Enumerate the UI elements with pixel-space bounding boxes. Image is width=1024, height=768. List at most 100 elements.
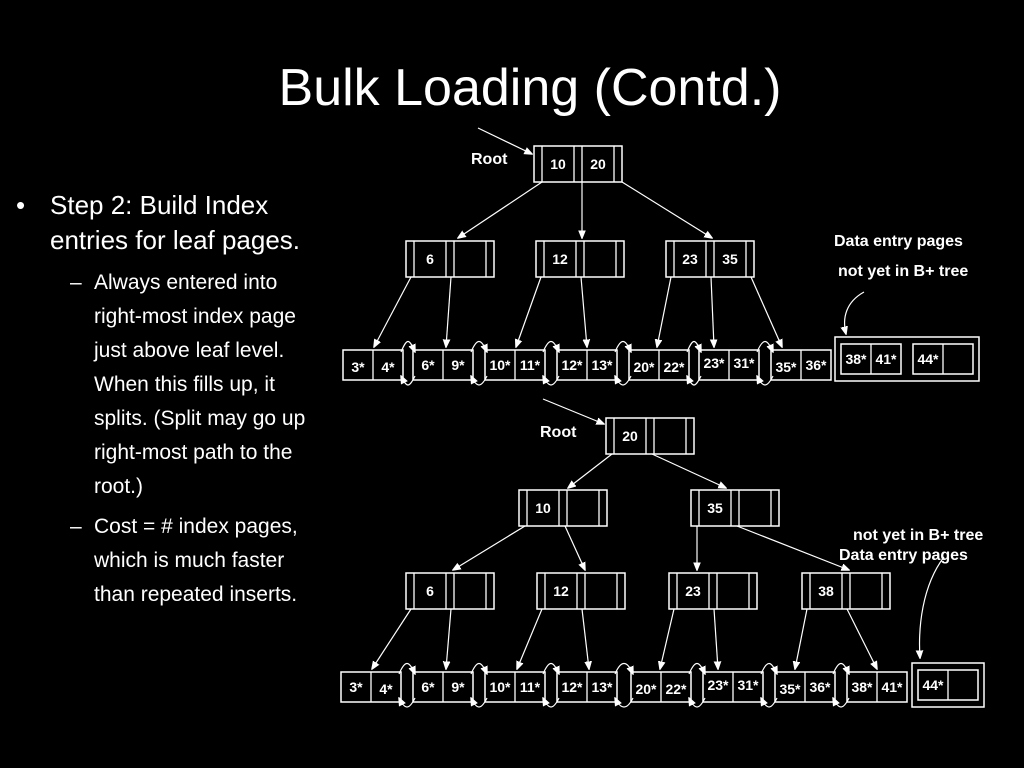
sub-bullet-line: splits. (Split may go up [94, 407, 306, 430]
pointer-arrow [756, 340, 773, 353]
data-entry: 10* [489, 679, 511, 695]
pointer-arrow [711, 276, 714, 347]
leaf-page: 6*9* [412, 671, 474, 703]
sub-bullet-line: Cost = # index pages, [94, 515, 298, 538]
pointer-arrow [833, 698, 850, 708]
sub-bullet-line: root.) [94, 475, 144, 498]
index-key: 35 [707, 500, 723, 516]
pointer-arrow [920, 556, 945, 658]
pointer-arrow [845, 291, 865, 334]
data-entry: 23* [707, 677, 729, 693]
data-entry: 9* [451, 357, 465, 373]
data-entry: 11* [520, 679, 541, 695]
pointer-arrow [517, 608, 543, 669]
index-node-frame [665, 240, 755, 278]
pointer-arrow [750, 276, 782, 347]
data-entry: 35* [779, 681, 801, 697]
data-entry: 31* [733, 355, 755, 371]
pointer-arrow [399, 698, 416, 708]
index-node-frame [533, 145, 623, 183]
index-node-frame [690, 489, 780, 527]
data-entry: 13* [591, 357, 613, 373]
pointer-arrow [688, 662, 705, 675]
sub-bullet-line: When this fills up, it [94, 373, 275, 396]
data-entry: 12* [561, 679, 583, 695]
index-key: 35 [722, 251, 738, 267]
pointer-arrow [832, 662, 849, 675]
leaf-page: 12* 13* [556, 671, 618, 703]
index-key: 38 [818, 583, 834, 599]
index-node-frame [536, 572, 626, 610]
pointer-arrow [543, 698, 560, 708]
leaf-page: 3*4* [342, 349, 404, 381]
leaf-page: 20* 22* [628, 349, 690, 381]
pointer-arrow [686, 340, 701, 353]
index-node: 23 35 [665, 240, 755, 278]
sub-bullet-line: right-most path to the [94, 441, 293, 464]
data-entry: 11* [520, 357, 541, 373]
pointer-arrow [400, 340, 415, 353]
data-entry: 22* [663, 359, 685, 375]
data-entry: 13* [591, 679, 613, 695]
index-key: 12 [553, 583, 569, 599]
pointer-arrow [846, 608, 877, 669]
data-entry: 4* [381, 359, 395, 375]
pointer-arrow [446, 608, 452, 669]
index-node: 12 [535, 240, 625, 278]
pointer-arrow [581, 608, 589, 669]
data-entry: 41* [881, 679, 903, 695]
data-entry: 36* [805, 357, 827, 373]
pending-label: not yet in B+ tree [853, 527, 983, 544]
index-node-frame [405, 240, 495, 278]
pointer-arrow [736, 525, 849, 570]
data-entry: 20* [635, 681, 657, 697]
index-node: 6 [405, 572, 495, 610]
index-node-frame [518, 489, 608, 527]
sub-bullet-line: Always entered into [94, 271, 278, 294]
pointer-arrow [372, 608, 412, 669]
pointer-arrow [615, 698, 634, 708]
data-entry: 38* [845, 351, 867, 367]
index-node-frame [801, 572, 891, 610]
sub-bullet-item: – Always entered into right-most index p… [70, 266, 374, 504]
pointer-arrow [453, 525, 526, 570]
bullet-text: Step 2: Build Index entries for leaf pag… [50, 188, 300, 258]
pending-data-pages: 38*41*44* [834, 336, 980, 382]
pending-frame [911, 662, 985, 708]
pointer-arrow [564, 525, 585, 570]
bullet-list: • Step 2: Build Index entries for leaf p… [14, 188, 374, 612]
data-entry: 35* [775, 359, 797, 375]
index-key: 6 [426, 251, 434, 267]
pointer-arrow [580, 276, 587, 347]
dash-icon: – [70, 515, 82, 538]
pointer-arrow [471, 376, 488, 386]
pointer-arrow [795, 608, 808, 669]
pointer-arrow [568, 453, 613, 488]
leaf-page: 35*36* [774, 671, 836, 703]
sub-bullet-item: – Cost = # index pages, which is much fa… [70, 510, 374, 612]
sub-bullet-text: Cost = # index pages, which is much fast… [94, 510, 298, 612]
index-key: 12 [552, 251, 568, 267]
index-key: 23 [682, 251, 698, 267]
pointer-arrow [542, 662, 559, 675]
slide-title: Bulk Loading (Contd.) [278, 59, 782, 117]
pointer-arrow [689, 698, 706, 708]
dash-icon: – [70, 271, 82, 294]
pointer-arrow [542, 340, 559, 353]
data-entry: 20* [633, 359, 655, 375]
index-node: 35 [690, 489, 780, 527]
index-node-frame [405, 572, 495, 610]
index-node-frame [668, 572, 758, 610]
pending-label: Data entry pages [839, 547, 968, 564]
data-entry: 9* [451, 679, 465, 695]
index-key: 10 [550, 156, 566, 172]
sub-bullet-line: right-most index page [94, 305, 296, 328]
pointer-arrow [458, 181, 543, 238]
leaf-page: 6*9* [412, 349, 474, 381]
index-key: 23 [685, 583, 701, 599]
pointer-arrow [446, 276, 452, 347]
sub-bullet-line: which is much faster [94, 549, 285, 572]
index-key: 10 [535, 500, 551, 516]
